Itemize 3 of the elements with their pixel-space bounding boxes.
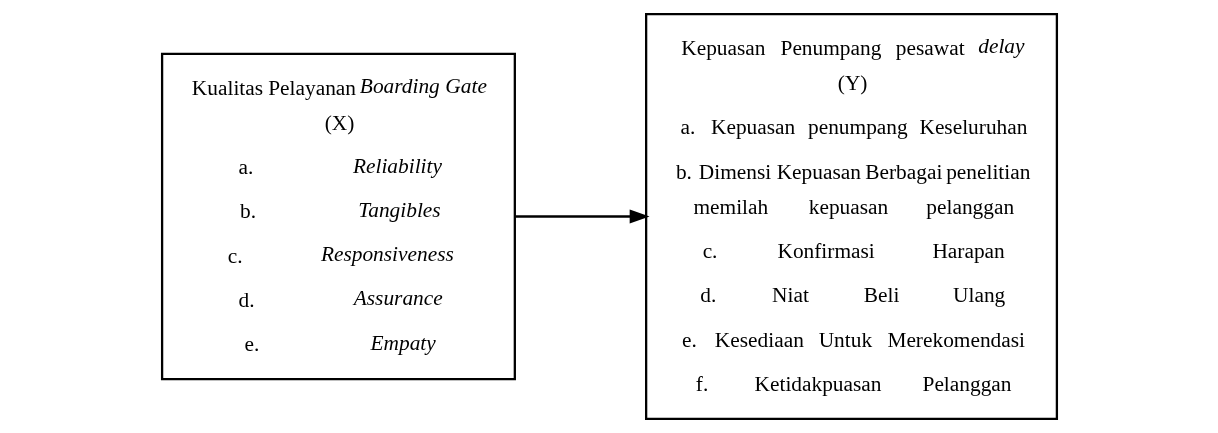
node-box: Kualitas Pelayanan Boarding Gate (X) a. Reliability b. Tangibles c. Responsiveness d. Assurance e. Empaty: [160, 52, 516, 381]
arrow: [515, 209, 650, 224]
node-box: Kepuasan Penumpang pesawat delay (Y) a. Kepuasan penumpang Keseluruhan b. Dimensi Kepuasan Berbagai penelitian memilah kepuasan pelanggan c. Konfirmasi Harapan d. Niat Beli Ulang e. Kesediaan Untuk Merekomendasi f. Ketidakpuasan Pelanggan: [644, 13, 1058, 420]
